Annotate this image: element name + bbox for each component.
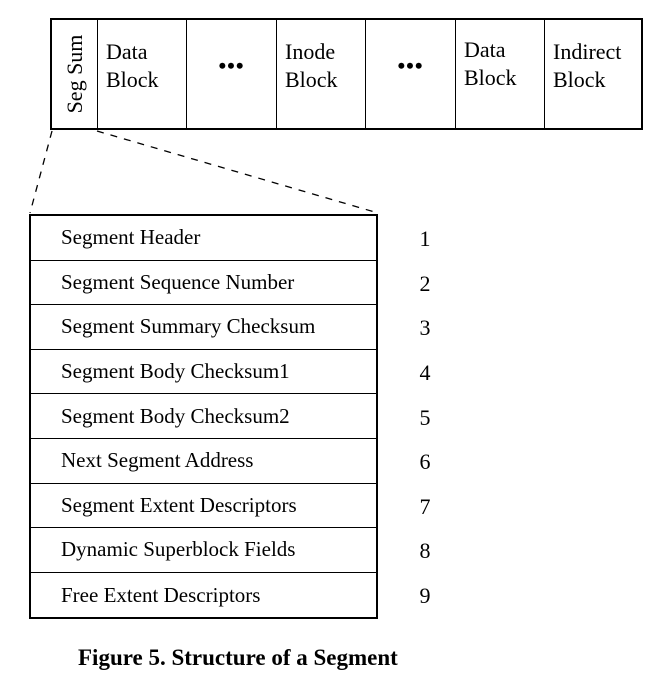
dashed-line-right bbox=[96, 130, 379, 214]
ellipsis-label: ••• bbox=[397, 53, 424, 78]
row-number: 2 bbox=[419, 270, 431, 296]
data-block-label: Data Block bbox=[464, 37, 517, 90]
data-block-label: Data Block bbox=[106, 39, 159, 92]
row-number: 5 bbox=[419, 404, 431, 430]
row-number: 8 bbox=[419, 538, 431, 564]
indirect-block-label: Indirect Block bbox=[553, 39, 622, 92]
table-row: Next Segment Address bbox=[31, 439, 376, 484]
inode-block-label: Inode Block bbox=[285, 39, 338, 92]
dashed-line-left bbox=[29, 130, 53, 214]
table-row: Segment Header bbox=[31, 216, 376, 261]
segment-strip: Seg Sum Data Block ••• Inode Block ••• D… bbox=[50, 18, 643, 130]
row-number: 1 bbox=[419, 226, 431, 252]
segment-summary-table: Segment Header Segment Sequence Number S… bbox=[29, 214, 378, 620]
table-row: Dynamic Superblock Fields bbox=[31, 528, 376, 573]
table-row: Segment Extent Descriptors bbox=[31, 484, 376, 529]
row-number: 9 bbox=[419, 583, 431, 609]
table-row: Segment Summary Checksum bbox=[31, 305, 376, 350]
table-row: Segment Body Checksum2 bbox=[31, 394, 376, 439]
row-number: 4 bbox=[419, 360, 431, 386]
table-row: Segment Body Checksum1 bbox=[31, 350, 376, 395]
inode-block-cell: Inode Block bbox=[277, 20, 366, 128]
ellipsis-cell: ••• bbox=[187, 20, 277, 128]
data-block-cell: Data Block bbox=[456, 20, 545, 128]
row-number: 3 bbox=[419, 315, 431, 341]
indirect-block-cell: Indirect Block bbox=[545, 20, 641, 128]
row-number: 7 bbox=[419, 493, 431, 519]
table-row: Free Extent Descriptors bbox=[61, 582, 261, 607]
data-block-cell: Data Block bbox=[98, 20, 187, 128]
seg-sum-label: Seg Sum bbox=[61, 34, 87, 114]
seg-sum-cell: Seg Sum bbox=[52, 20, 98, 128]
ellipsis-label: ••• bbox=[218, 53, 245, 78]
row-numbers: 1 2 3 4 5 6 7 8 9 bbox=[405, 214, 445, 615]
ellipsis-cell: ••• bbox=[366, 20, 456, 128]
table-row: Segment Sequence Number bbox=[31, 261, 376, 306]
row-number: 6 bbox=[419, 449, 431, 475]
figure-caption: Figure 5. Structure of a Segment bbox=[78, 645, 398, 670]
